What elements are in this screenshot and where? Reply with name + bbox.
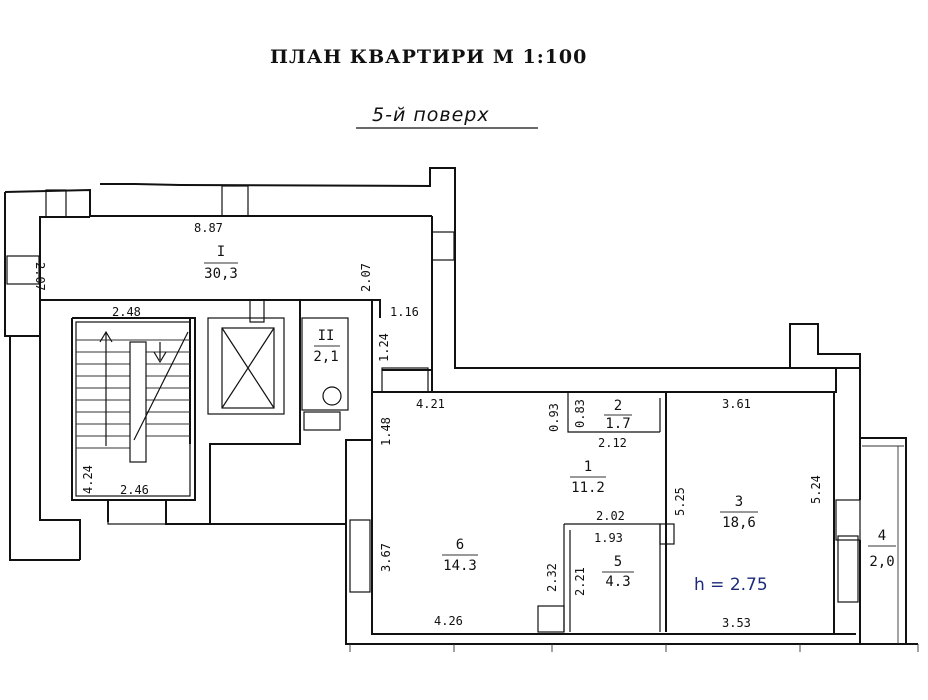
dim-2-48: 2.48 xyxy=(112,305,141,319)
dim-4-21: 4.21 xyxy=(416,397,445,411)
room-area-1: 11.2 xyxy=(571,480,605,496)
room-area-3: 18,6 xyxy=(722,515,756,531)
dim-5-25: 5.25 xyxy=(673,487,687,516)
floor-label: 5-й поверх xyxy=(372,104,490,126)
dim-2-07-left: 2.07 xyxy=(33,262,47,291)
room-label-3: 3 18,6 xyxy=(720,494,758,531)
dim-2-46: 2.46 xyxy=(120,483,149,497)
dim-1-16: 1.16 xyxy=(390,305,419,319)
room-area-2: 1.7 xyxy=(605,416,630,432)
room-label-1: 1 11.2 xyxy=(570,459,606,496)
room-label-4: 4 2,0 xyxy=(868,528,896,570)
dim-3-61: 3.61 xyxy=(722,397,751,411)
corridor-windows xyxy=(6,185,455,525)
room-label-II: II 2,1 xyxy=(313,328,340,365)
room-label-6: 6 14.3 xyxy=(442,537,478,574)
room-area-5: 4.3 xyxy=(605,574,630,590)
room-id-3: 3 xyxy=(735,494,743,510)
room-id-II: II xyxy=(318,328,335,344)
room-area-II: 2,1 xyxy=(313,349,338,365)
elevator-shaft xyxy=(207,299,285,415)
room-area-I: 30,3 xyxy=(204,266,238,282)
dim-1-24: 1.24 xyxy=(377,333,391,362)
balcony-4 xyxy=(860,437,907,644)
dim-8-87: 8.87 xyxy=(194,221,223,235)
dim-0-83: 0.83 xyxy=(573,399,587,428)
dim-1-93: 1.93 xyxy=(594,531,623,545)
room-area-4: 2,0 xyxy=(869,554,894,570)
room-id-1: 1 xyxy=(584,459,592,475)
room-id-2: 2 xyxy=(614,398,622,414)
dim-2-07-right: 2.07 xyxy=(359,263,373,292)
dim-0-93: 0.93 xyxy=(547,403,561,432)
staircase xyxy=(75,321,191,497)
room-id-5: 5 xyxy=(614,554,622,570)
dim-5-24: 5.24 xyxy=(809,475,823,504)
walls-apartment xyxy=(345,323,918,645)
walls-common-area xyxy=(4,167,860,561)
room-id-4: 4 xyxy=(878,528,886,544)
room-label-2: 2 1.7 xyxy=(604,398,632,432)
room-id-I: I xyxy=(217,244,225,260)
dim-2-21: 2.21 xyxy=(573,567,587,596)
dim-3-53: 3.53 xyxy=(722,616,751,630)
dim-2-02: 2.02 xyxy=(596,509,625,523)
apartment-windows xyxy=(349,367,861,603)
dim-2-12: 2.12 xyxy=(598,436,627,450)
room-id-6: 6 xyxy=(456,537,464,553)
dim-3-67: 3.67 xyxy=(379,543,393,572)
bottom-ticks xyxy=(349,644,919,652)
plan-title: ПЛАН КВАРТИРИ М 1:100 xyxy=(270,46,587,68)
dim-4-26: 4.26 xyxy=(434,614,463,628)
ceiling-height-label: h = 2.75 xyxy=(694,575,768,595)
utility-room-II xyxy=(301,317,349,431)
room-area-6: 14.3 xyxy=(443,558,477,574)
dim-4-24: 4.24 xyxy=(81,465,95,494)
room-label-I: I 30,3 xyxy=(204,244,238,282)
dimension-labels: 8.87 2.07 2.07 2.48 1.16 1.24 4.24 2.46 … xyxy=(33,221,823,630)
room-label-5: 5 4.3 xyxy=(602,554,634,590)
dim-2-32: 2.32 xyxy=(545,563,559,592)
dim-1-48: 1.48 xyxy=(379,417,393,446)
